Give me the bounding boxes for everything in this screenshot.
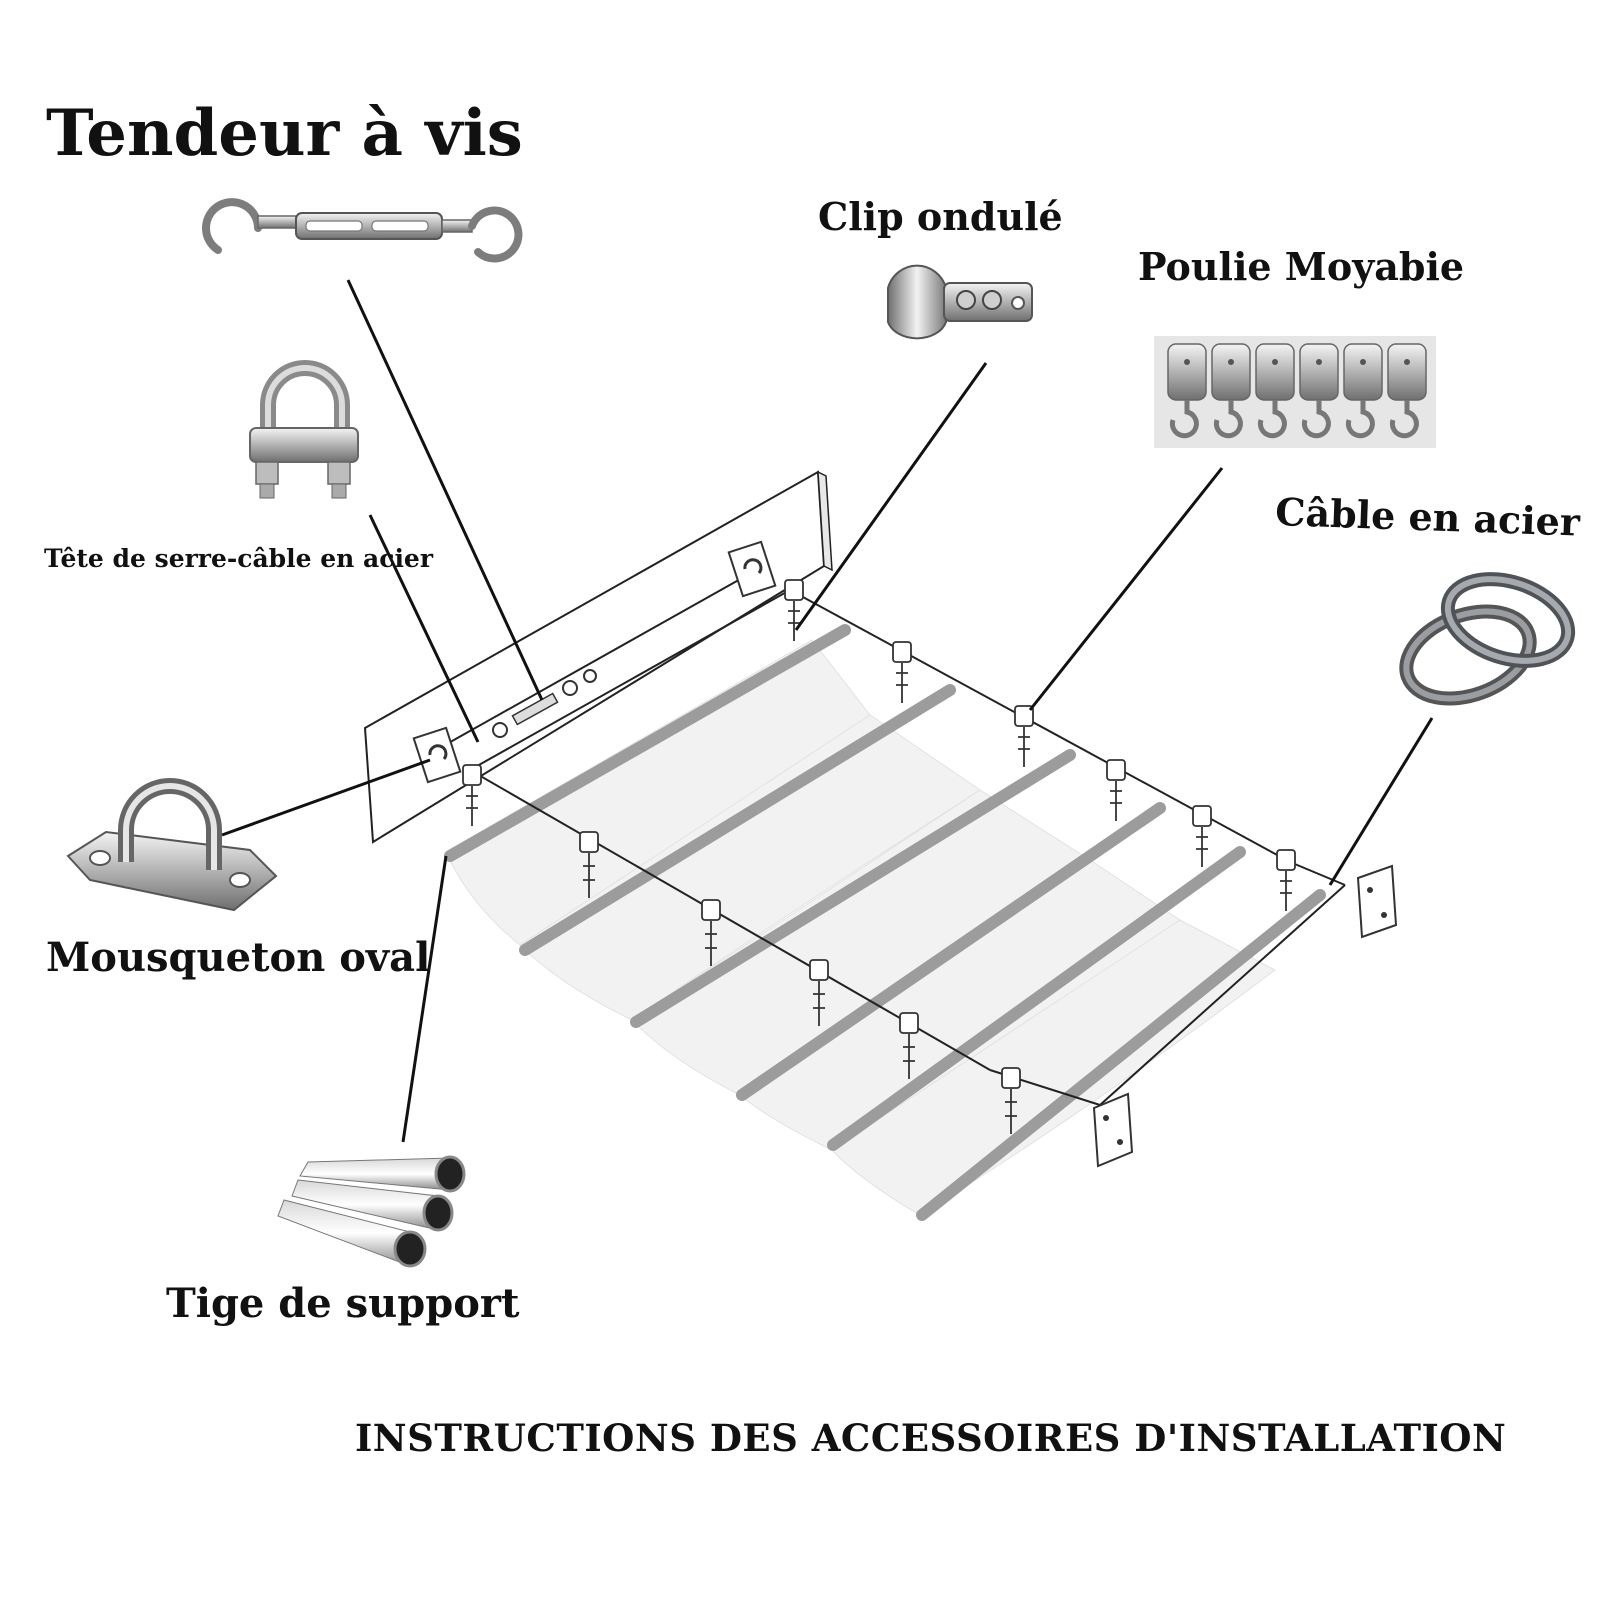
leader-rod [401,855,448,1143]
label-wave-clip: Clip ondulé [818,194,1063,239]
wave-clip-icon [887,264,1033,340]
awning-assembly [363,470,1398,1221]
end-bracket-bottom [1092,1092,1134,1168]
end-bracket-right [1356,864,1398,939]
steel-rods-icon [277,1155,466,1268]
pulley-hooks [462,579,1296,1134]
label-support-rod: Tige de support [166,1280,520,1327]
wall-bracket-left [412,726,462,784]
shade-fabric [445,639,1276,1216]
label-oval-pad-eye: Mousqueton oval [46,934,431,981]
leader-cable [1328,717,1434,886]
leader-clamp [368,514,480,743]
label-turnbuckle: Tendeur à vis [46,96,523,171]
label-pulley: Poulie Moyabie [1138,244,1465,289]
footer-title: INSTRUCTIONS DES ACCESSOIRES D'INSTALLAT… [355,1416,1507,1460]
cable-coil-icon [1399,572,1576,706]
label-steel-cable: Câble en acier [1274,489,1581,545]
turnbuckle-in-assembly [492,669,597,738]
turnbuckle-icon [202,198,523,263]
leader-clip [794,362,988,631]
wall-bracket-right [727,540,777,598]
leader-turnbuckle [346,279,544,701]
leader-pulley [1028,467,1224,711]
leader-lines [221,279,1434,1143]
pad-eye-icon [66,778,278,912]
label-cable-clamp: Tête de serre-câble en acier [44,544,434,573]
support-rods [444,624,1326,1221]
cable-clamp-icon [249,360,359,499]
pulley-hooks-icon [1154,336,1436,448]
leader-pad-eye [221,758,431,837]
